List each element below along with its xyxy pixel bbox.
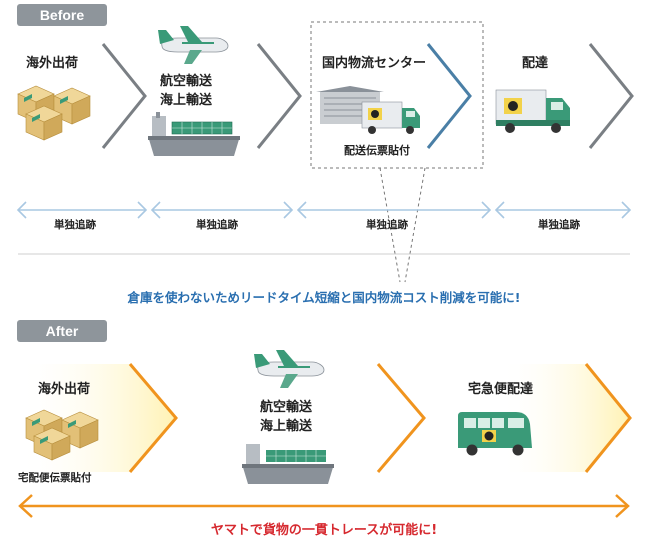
after-badge: After <box>17 320 107 342</box>
chevron-arrow-icon <box>128 363 632 473</box>
before-center-sub: 配送伝票貼付 <box>344 144 410 157</box>
before-step-delivery: 配達 <box>522 56 549 71</box>
tracking-label-2: 単独追跡 <box>196 219 238 231</box>
after-note: ヤマトで貨物の一貫トレースが可能に! <box>210 523 438 538</box>
after-step-air-sea-transport: 航空輸送 海上輸送 <box>260 400 313 434</box>
tracking-label-3: 単独追跡 <box>366 219 408 231</box>
before-step-logistics-center: 国内物流センター <box>322 56 427 71</box>
before-step-overseas-shipping: 海外出荷 <box>26 56 79 71</box>
airplane-icon <box>158 26 229 64</box>
logistics-center-box <box>310 21 484 169</box>
chevron-arrow-icon <box>426 43 472 149</box>
tracking-label-1: 単独追跡 <box>54 219 96 231</box>
box-stack-icon <box>25 409 99 461</box>
airplane-icon <box>254 350 325 388</box>
double-arrow-icon <box>18 494 630 518</box>
container-ship-icon <box>242 444 334 484</box>
delivery-truck-icon <box>495 89 570 133</box>
after-ship-sub: 宅配便伝票貼付 <box>18 472 92 484</box>
before-step-air-sea-transport: 航空輸送 海上輸送 <box>160 74 213 108</box>
after-step-overseas-shipping: 海外出荷 <box>38 382 91 397</box>
double-arrow-icon <box>16 201 632 219</box>
van-icon <box>458 412 532 456</box>
before-badge: Before <box>17 4 107 26</box>
box-stack-icon <box>17 85 91 141</box>
delivery-truck-icon <box>361 101 420 134</box>
chevron-arrow-icon <box>101 43 634 149</box>
container-ship-icon <box>148 112 240 156</box>
before-note: 倉庫を使わないためリードタイム短縮と国内物流コスト削減を可能に! <box>127 290 521 305</box>
tracking-label-4: 単独追跡 <box>538 219 580 231</box>
after-step-home-delivery: 宅急便配達 <box>468 382 534 397</box>
